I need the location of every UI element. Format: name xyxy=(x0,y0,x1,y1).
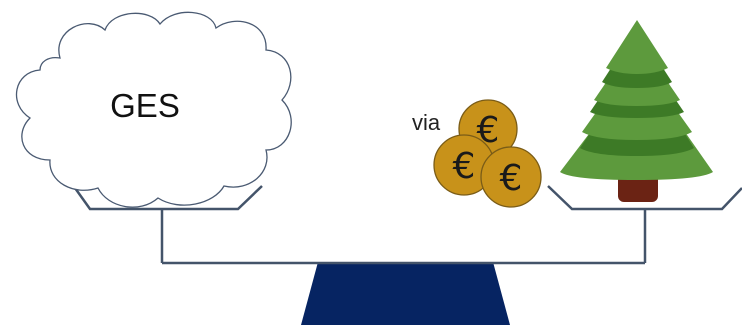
left-pan xyxy=(73,185,263,211)
cloud-icon xyxy=(15,11,292,208)
coin-left: € xyxy=(433,134,495,196)
tree-icon xyxy=(560,20,713,202)
ges-label: GES xyxy=(110,87,180,124)
coin-right: € xyxy=(480,146,542,208)
scale-base xyxy=(301,262,510,325)
via-label: via xyxy=(412,110,441,135)
svg-text:€: € xyxy=(453,146,476,187)
scale-beam xyxy=(160,209,647,265)
svg-text:€: € xyxy=(500,158,523,199)
coins-icon: € € € xyxy=(433,99,542,208)
right-pan xyxy=(547,185,742,211)
